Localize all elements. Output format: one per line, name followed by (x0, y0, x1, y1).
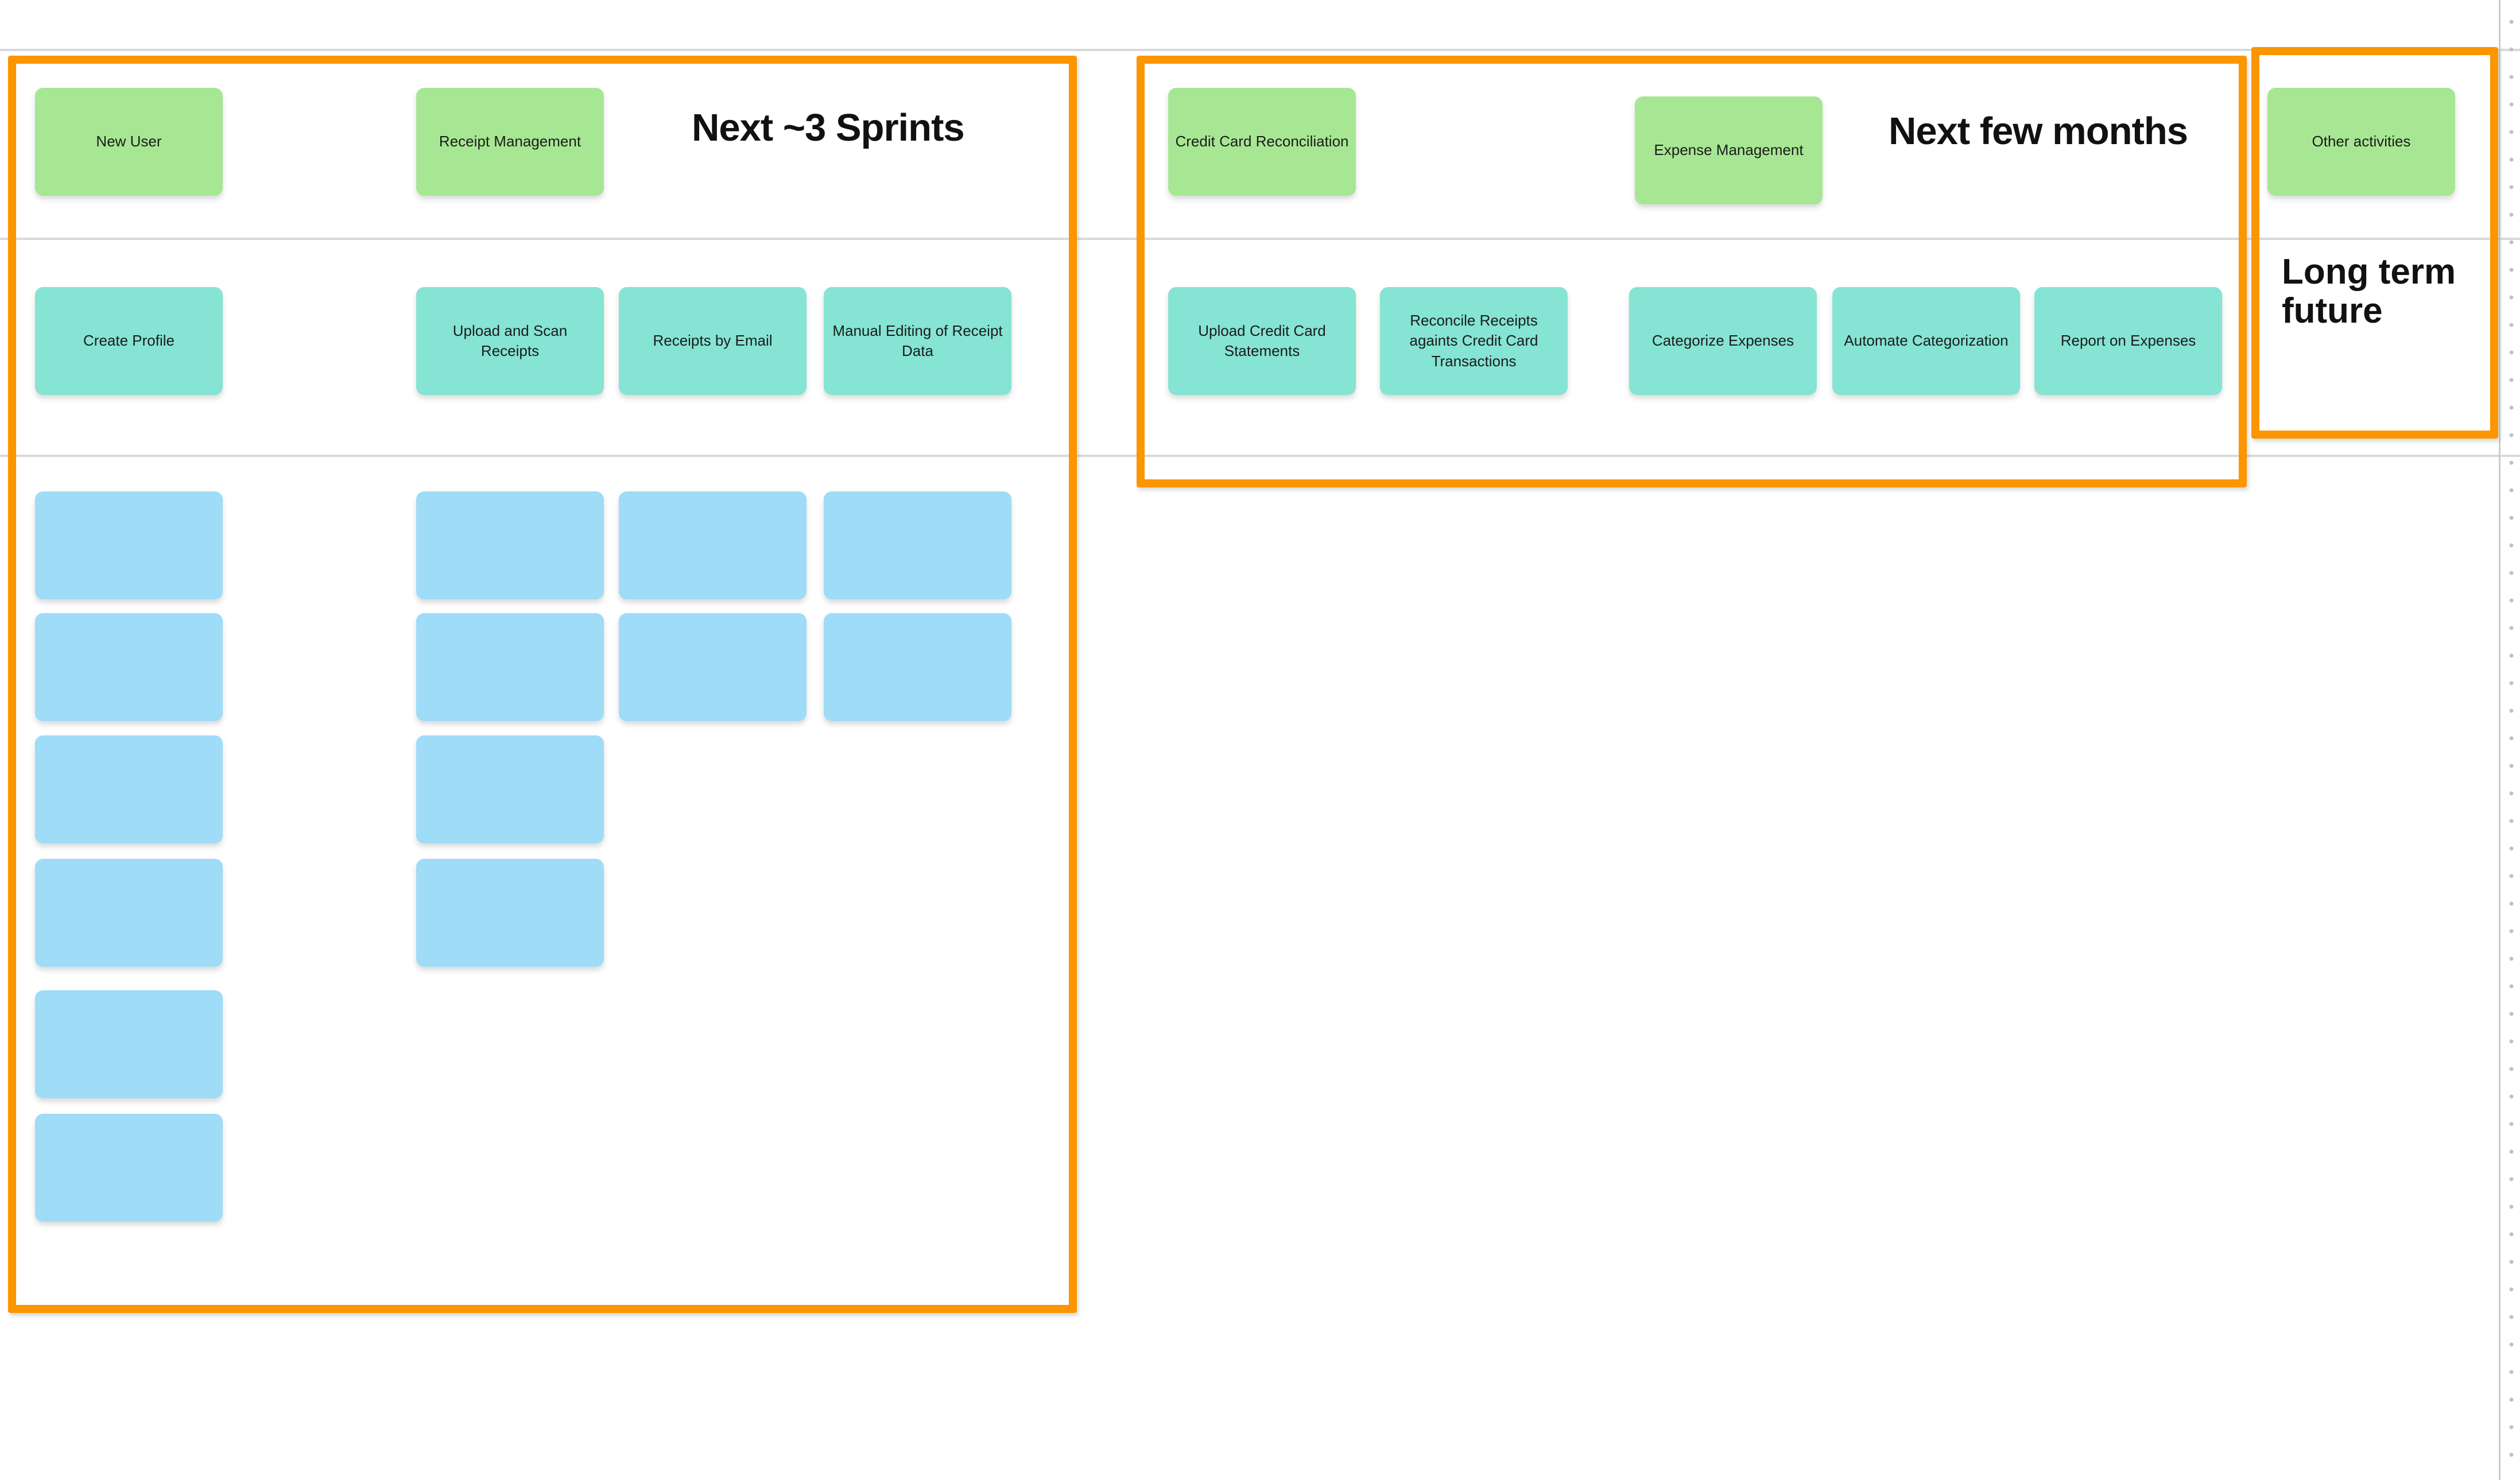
frame-next-few-months[interactable] (1137, 56, 2247, 487)
story-card-blank[interactable] (35, 613, 223, 721)
story-card-blank[interactable] (619, 613, 807, 721)
story-card-blank[interactable] (824, 613, 1011, 721)
feature-card-upload-credit-card-statements[interactable]: Upload Credit Card Statements (1168, 287, 1356, 395)
feature-card-categorize-expenses[interactable]: Categorize Expenses (1629, 287, 1817, 395)
feature-card-manual-editing-of-receipt-data[interactable]: Manual Editing of Receipt Data (824, 287, 1011, 395)
row-divider-epics-features (0, 238, 2520, 240)
story-card-blank[interactable] (416, 613, 604, 721)
frame-next-3-sprints[interactable] (8, 56, 1077, 1313)
story-card-blank[interactable] (416, 735, 604, 843)
story-card-blank[interactable] (35, 735, 223, 843)
story-card-blank[interactable] (416, 859, 604, 967)
frame-title-next-3-sprints[interactable]: Next ~3 Sprints (692, 106, 965, 149)
epic-card-receipt-management[interactable]: Receipt Management (416, 88, 604, 196)
row-divider-features-stories (0, 455, 2520, 457)
card-label: Categorize Expenses (1651, 332, 1794, 350)
card-label: New User (96, 133, 162, 150)
story-card-blank[interactable] (824, 491, 1011, 599)
card-label: Manual Editing of Receipt Data (832, 321, 1003, 359)
card-label: Other activities (2312, 133, 2411, 150)
epic-card-credit-card-reconciliation[interactable]: Credit Card Reconciliation (1168, 88, 1356, 196)
card-label: Report on Expenses (2060, 332, 2196, 350)
story-card-blank[interactable] (35, 1114, 223, 1222)
card-label: Create Profile (83, 332, 175, 350)
feature-card-upload-and-scan-receipts[interactable]: Upload and Scan Receipts (416, 287, 604, 395)
feature-card-receipts-by-email[interactable]: Receipts by Email (619, 287, 807, 395)
story-card-blank[interactable] (619, 491, 807, 599)
feature-card-reconcile-receipts[interactable]: Reconcile Receipts againts Credit Card T… (1380, 287, 1568, 395)
epic-card-expense-management[interactable]: Expense Management (1635, 96, 1823, 204)
epic-card-other-activities[interactable]: Other activities (2267, 88, 2455, 196)
card-label: Reconcile Receipts againts Credit Card T… (1409, 312, 1538, 370)
frame-long-term-future[interactable] (2251, 47, 2498, 439)
dot-grid (2503, 0, 2520, 1480)
feature-card-create-profile[interactable]: Create Profile (35, 287, 223, 395)
card-label: Upload Credit Card Statements (1198, 321, 1326, 359)
story-card-blank[interactable] (416, 491, 604, 599)
card-label: Expense Management (1654, 141, 1804, 159)
card-label: Receipts by Email (653, 332, 773, 350)
card-label: Credit Card Reconciliation (1175, 133, 1349, 150)
card-label: Upload and Scan Receipts (452, 321, 568, 359)
story-card-blank[interactable] (35, 859, 223, 967)
column-divider-right (2499, 0, 2500, 1480)
story-card-blank[interactable] (35, 491, 223, 599)
story-card-blank[interactable] (35, 990, 223, 1098)
frame-title-long-term-future[interactable]: Long term future (2282, 252, 2456, 331)
card-label: Receipt Management (439, 133, 581, 150)
feature-card-report-on-expenses[interactable]: Report on Expenses (2034, 287, 2222, 395)
row-divider-top (0, 49, 2520, 51)
card-label: Automate Categorization (1844, 332, 2009, 350)
epic-card-new-user[interactable]: New User (35, 88, 223, 196)
frame-title-next-few-months[interactable]: Next few months (1889, 110, 2188, 153)
feature-card-automate-categorization[interactable]: Automate Categorization (1832, 287, 2020, 395)
